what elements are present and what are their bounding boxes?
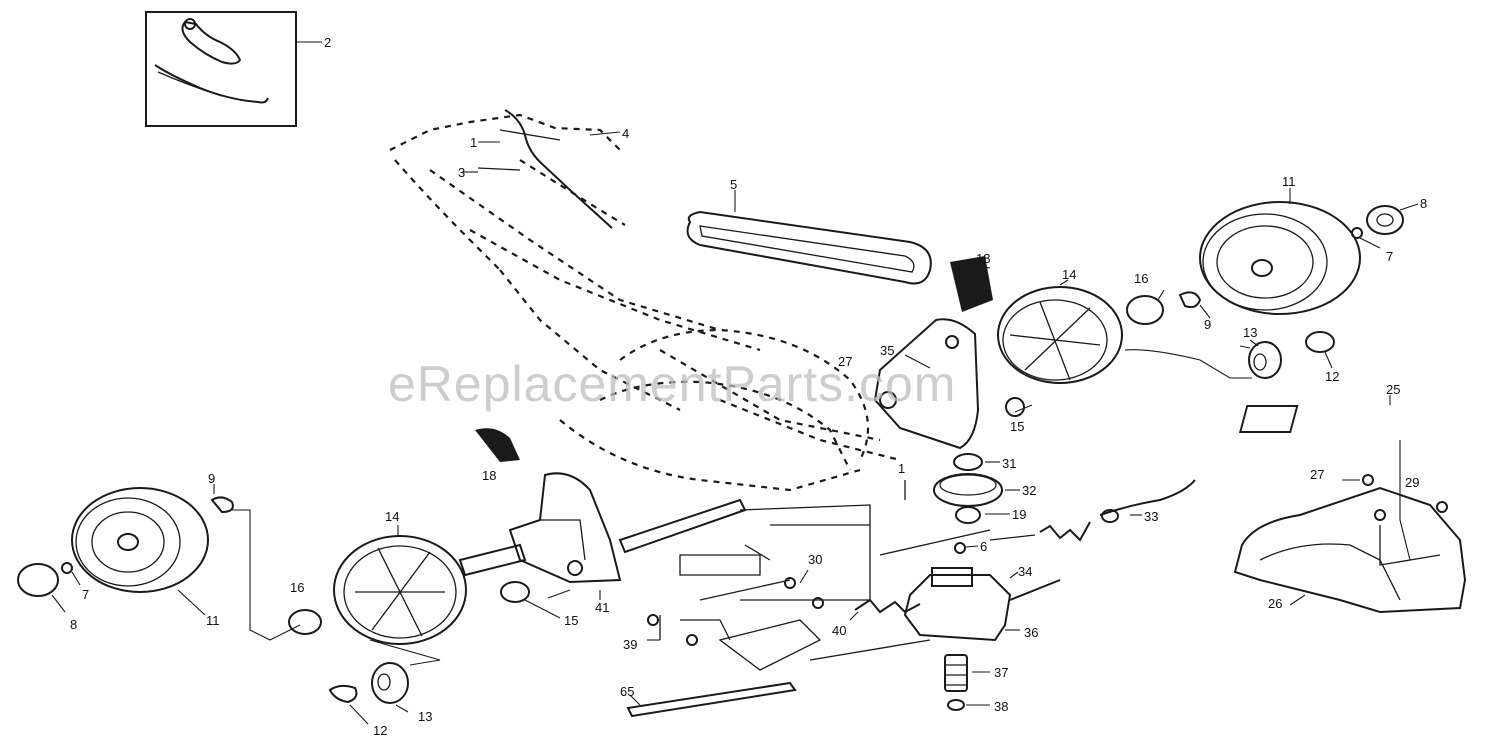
drive-belt xyxy=(686,190,932,285)
callout-9-label: 9 xyxy=(208,471,216,486)
callout-19-label: 19 xyxy=(1012,507,1027,522)
callout-13-label: 13 xyxy=(1243,325,1258,340)
callout-12-label: 12 xyxy=(373,723,388,738)
callout-18-label: 18 xyxy=(976,251,991,266)
callout-26-label: 26 xyxy=(1268,596,1283,611)
callout-7-label: 7 xyxy=(82,587,90,602)
right-small-parts xyxy=(1124,291,1335,379)
callout-15-label: 15 xyxy=(1010,419,1025,434)
right-hubcap xyxy=(1351,203,1419,249)
callout-16-label: 16 xyxy=(1134,271,1149,286)
transmission xyxy=(903,542,1061,642)
misc-leader-lines xyxy=(547,289,1259,599)
callout-5-label: 5 xyxy=(730,177,738,192)
callout-29-label: 29 xyxy=(1405,475,1420,490)
spring-and-cable xyxy=(879,479,1196,556)
right-rear-wheel xyxy=(1199,188,1361,315)
callout-11-label: 11 xyxy=(206,613,220,628)
callout-36-label: 36 xyxy=(1024,625,1039,640)
callout-35-label: 35 xyxy=(880,343,895,358)
callout-2-label: 2 xyxy=(324,35,332,50)
right-drive-pulley xyxy=(997,279,1123,384)
left-drive-pulley xyxy=(333,525,467,645)
callout-39-label: 39 xyxy=(623,637,638,652)
callout-1-label: 1 xyxy=(470,135,478,150)
callout-40-label: 40 xyxy=(832,623,847,638)
callout-33-label: 33 xyxy=(1144,509,1159,524)
rear-bag-chute xyxy=(1233,395,1467,614)
inset-control-cable xyxy=(145,11,322,127)
callout-11-label: 11 xyxy=(1282,174,1296,189)
callout-12-label: 12 xyxy=(1325,369,1340,384)
pulley-bracket xyxy=(873,256,1025,450)
callout-38-label: 38 xyxy=(994,699,1009,714)
callout-6-label: 6 xyxy=(980,539,988,554)
callout-4-label: 4 xyxy=(622,126,630,141)
gear-and-bolt xyxy=(944,654,990,711)
watermark-text: eReplacementParts.com xyxy=(388,356,957,412)
left-hubcap xyxy=(17,484,234,613)
callout-15-label: 15 xyxy=(564,613,579,628)
left-small-parts xyxy=(230,509,561,725)
callout-27-label: 27 xyxy=(1310,467,1325,482)
callout-16-label: 16 xyxy=(290,580,305,595)
callout-27-label: 27 xyxy=(838,354,853,369)
callout-8-label: 8 xyxy=(1420,196,1428,211)
callout-31-label: 31 xyxy=(1002,456,1017,471)
callout-32-label: 32 xyxy=(1022,483,1037,498)
handle-and-deck-outline xyxy=(389,109,901,492)
callout-13-label: 13 xyxy=(418,709,433,724)
left-rear-wheel xyxy=(71,487,209,616)
left-bracket xyxy=(475,428,622,600)
callout-30-label: 30 xyxy=(808,552,823,567)
callout-8-label: 8 xyxy=(70,617,78,632)
callout-9-label: 9 xyxy=(1204,317,1212,332)
engine-pulley-stack xyxy=(904,453,1020,524)
callout-3-label: 3 xyxy=(458,165,466,180)
callout-18-label: 18 xyxy=(482,468,497,483)
callout-14-label: 14 xyxy=(1062,267,1077,282)
callout-1-label: 1 xyxy=(898,461,906,476)
center-small-parts xyxy=(647,569,921,646)
axle-lines xyxy=(458,498,931,671)
drive-shaft xyxy=(626,681,797,718)
callout-25-label: 25 xyxy=(1386,382,1401,397)
callout-14-label: 14 xyxy=(385,509,400,524)
callout-37-label: 37 xyxy=(994,665,1009,680)
callout-41-label: 41 xyxy=(595,600,610,615)
callout-34-label: 34 xyxy=(1018,564,1033,579)
callout-65-label: 65 xyxy=(620,684,635,699)
callout-7-label: 7 xyxy=(1386,249,1394,264)
